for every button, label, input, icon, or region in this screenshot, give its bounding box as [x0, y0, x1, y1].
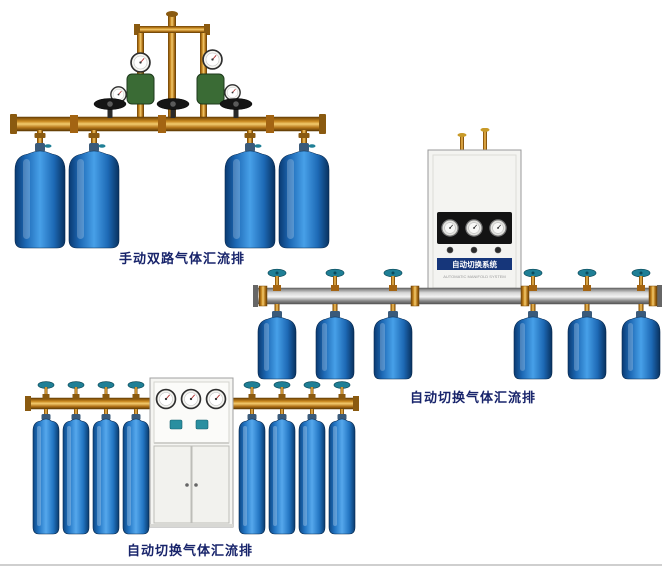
pipe-top-cap: [166, 11, 178, 17]
valve-handwheel: [219, 98, 253, 119]
pressure-gauge-icon: [202, 49, 223, 70]
cylinder-valve: [34, 130, 52, 152]
door-handle: [194, 483, 198, 487]
gas-cylinder: [621, 316, 661, 380]
gas-cylinder: [32, 418, 60, 535]
control-cabinet: 自动切换系统 AUTOMATIC MANIFOLD SYSTEM: [427, 128, 522, 294]
cabinet-door: [153, 445, 192, 524]
bottom-divider: [0, 564, 662, 566]
pressure-gauge-icon: [155, 388, 177, 410]
manifold-rail: [253, 285, 662, 307]
label-strip: [437, 258, 512, 270]
cabinet-door: [191, 445, 230, 524]
cabinet-label: 自动切换系统: [452, 259, 497, 269]
gas-cylinder: [92, 418, 120, 535]
pressure-gauge-icon: [489, 219, 507, 237]
control-cabinet: [149, 377, 234, 528]
pressure-gauge-icon: [180, 388, 202, 410]
pressure-gauge-icon: [224, 84, 241, 101]
cylinder-valve: [88, 130, 106, 152]
pressure-gauge-icon: [205, 388, 227, 410]
gas-cylinder: [328, 418, 356, 535]
gas-cylinder: [315, 316, 355, 380]
pressure-gauge-icon: [465, 219, 483, 237]
door-handle: [185, 483, 189, 487]
gas-cylinder: [68, 150, 120, 249]
indicator-knob: [446, 246, 454, 254]
valve-handwheel: [457, 133, 467, 137]
pressure-regulator: [126, 73, 155, 105]
gas-cylinder: [14, 150, 66, 249]
gas-cylinder: [268, 418, 296, 535]
gas-cylinder: [513, 316, 553, 380]
cabinet-sublabel: AUTOMATIC MANIFOLD SYSTEM: [443, 274, 506, 279]
indicator-knob: [169, 419, 183, 430]
auto-switch-floor-manifold-illustration: [25, 377, 359, 535]
manifold-pipe: [10, 114, 326, 134]
auto-switch-manifold-illustration: 自动切换系统 AUTOMATIC MANIFOLD SYSTEM: [253, 128, 662, 380]
indicator-knob: [470, 246, 478, 254]
gas-cylinder: [238, 418, 266, 535]
gas-cylinder: [122, 418, 150, 535]
indicator-knob: [494, 246, 502, 254]
caption-auto-switch-floor: 自动切换气体汇流排: [126, 543, 253, 558]
valve-handwheel: [93, 98, 127, 119]
pressure-regulator: [196, 73, 225, 105]
gas-cylinder: [62, 418, 90, 535]
pressure-gauge-icon: [441, 219, 459, 237]
gas-cylinder: [567, 316, 607, 380]
valve-handwheel: [480, 128, 490, 132]
gas-cylinder: [373, 316, 413, 380]
caption-auto-switch-wall: 自动切换气体汇流排: [409, 390, 536, 405]
indicator-knob: [195, 419, 209, 430]
gas-cylinder: [298, 418, 326, 535]
manual-dual-manifold-illustration: [10, 11, 330, 249]
gas-cylinder: [257, 316, 297, 380]
caption-manual-dual: 手动双路气体汇流排: [118, 251, 245, 266]
pressure-gauge-icon: [130, 52, 151, 73]
regulator-assembly: [110, 11, 241, 120]
